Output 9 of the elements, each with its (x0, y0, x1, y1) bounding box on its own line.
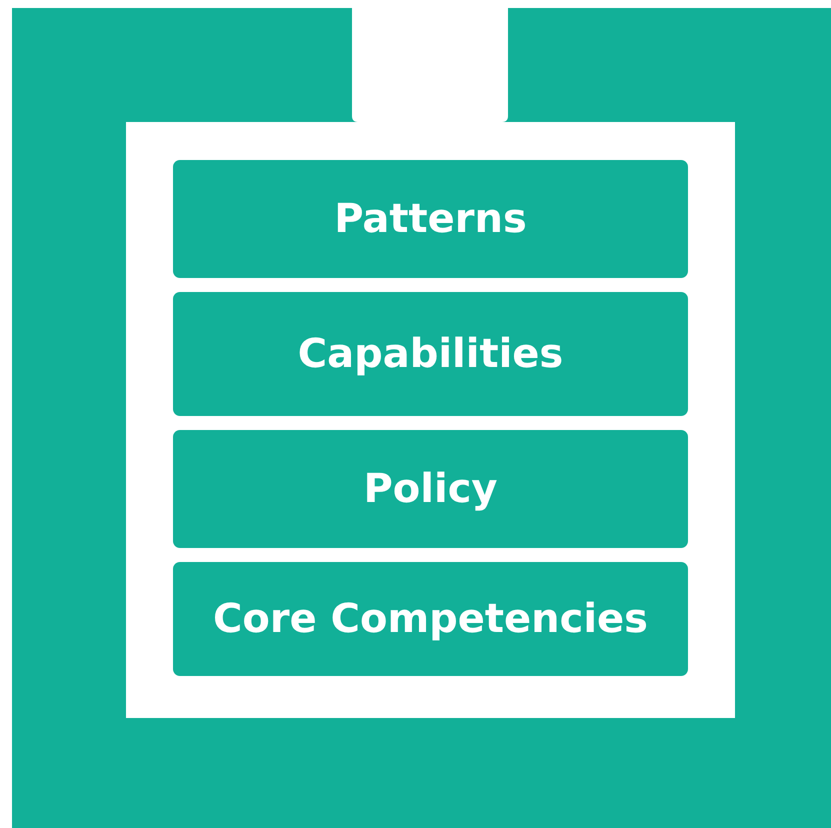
layer-bar (173, 160, 688, 278)
layer-label: Patterns (334, 196, 527, 242)
layer-bar (173, 292, 688, 416)
layer-bar (173, 562, 688, 676)
container-panel (126, 122, 735, 718)
layer-label: Policy (363, 466, 498, 512)
layer-label: Capabilities (298, 331, 564, 377)
layer-label: Core Competencies (213, 596, 648, 642)
layer-bar (173, 430, 688, 548)
